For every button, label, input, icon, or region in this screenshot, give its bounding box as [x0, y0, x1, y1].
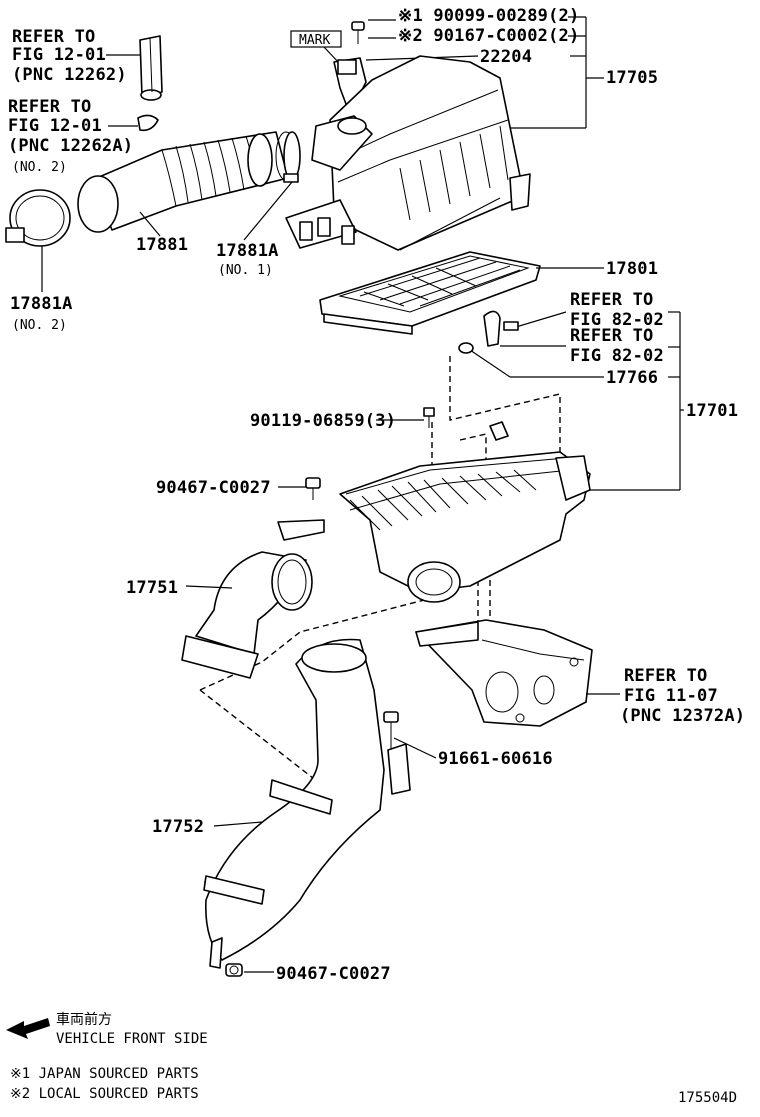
ref-line: (NO. 2) — [12, 160, 67, 175]
air-filter-element — [319, 251, 541, 335]
ref-fig-82-02-b: REFER TO FIG 82-02 — [570, 326, 664, 366]
part-number-17881: 17881 — [136, 235, 188, 255]
ref-fig-11-07: REFER TO FIG 11-07 (PNC 12372A) — [586, 666, 745, 726]
part-number-90119-06859: 90119-06859(3) — [250, 411, 396, 431]
ref-line: FIG 12-01 — [8, 116, 102, 136]
ref-line: REFER TO — [12, 27, 95, 47]
ref-fig-12-01-b: REFER TO FIG 12-01 (PNC 12262A) (NO. 2) — [8, 97, 138, 175]
figure-id: 175504D — [678, 1090, 737, 1106]
arrow-left-icon — [6, 1018, 50, 1039]
bracket-82-02 — [458, 310, 519, 354]
part-number-17705: 17705 — [606, 68, 658, 88]
intake-duct-17751 — [181, 519, 325, 679]
part-number-91661-60616: 91661-60616 — [438, 749, 553, 769]
part-number-17881a-no1: 17881A — [216, 241, 279, 261]
small-clip — [137, 114, 159, 132]
clip-90467-lower — [225, 963, 243, 977]
note-local-sourced: ※2 LOCAL SOURCED PARTS — [10, 1086, 199, 1102]
part-number-17701: 17701 — [686, 401, 738, 421]
part-number-17752: 17752 — [152, 817, 204, 837]
note-japan-sourced: ※1 JAPAN SOURCED PARTS — [10, 1066, 199, 1082]
part-number-17751: 17751 — [126, 578, 178, 598]
bolt-91661 — [383, 711, 411, 795]
air-cleaner-case — [339, 407, 591, 603]
screw-icon — [351, 21, 365, 44]
svg-text:FIG 82-02: FIG 82-02 — [570, 346, 664, 366]
part-note-no1: (NO. 1) — [218, 263, 273, 278]
direction-en-label: VEHICLE FRONT SIDE — [56, 1031, 208, 1047]
svg-text:FIG 11-07: FIG 11-07 — [624, 686, 718, 706]
ref-fig-12-01-a: REFER TO FIG 12-01 (PNC 12262) — [12, 27, 140, 85]
ref-line: (PNC 12262A) — [8, 136, 133, 156]
hose-clamp-no2 — [5, 189, 71, 247]
ref-fig-82-02-a: REFER TO FIG 82-02 — [570, 290, 664, 330]
part-number-22204: 22204 — [480, 47, 532, 67]
direction-jp-label: 車両前方 — [56, 1011, 112, 1028]
ref-line: FIG 12-01 — [12, 45, 106, 65]
leader-17701 — [469, 311, 684, 491]
part-number-90467-c0027-lower: 90467-C0027 — [276, 964, 391, 984]
engine-mount-bracket — [415, 619, 593, 727]
part-number-17881a-no2: 17881A — [10, 294, 73, 314]
svg-text:REFER TO: REFER TO — [570, 326, 653, 346]
hose-clamp-no1 — [283, 131, 301, 183]
svg-text:(PNC 12372A): (PNC 12372A) — [620, 706, 745, 726]
part-number-17801: 17801 — [606, 259, 658, 279]
mark-label: MARK — [290, 30, 342, 65]
svg-text:MARK: MARK — [299, 33, 330, 48]
ref-line: REFER TO — [8, 97, 91, 117]
svg-text:FIG 82-02: FIG 82-02 — [570, 310, 664, 330]
intake-duct-17752 — [203, 638, 385, 969]
part-note-no2: (NO. 2) — [12, 318, 67, 333]
intake-snorkel-pipe — [139, 35, 163, 101]
svg-text:REFER TO: REFER TO — [624, 666, 707, 686]
part-number-17766: 17766 — [606, 368, 658, 388]
clip-90467-upper — [305, 477, 321, 500]
air-cleaner-cap — [285, 55, 531, 251]
part-number-90167-c0002: ※2 90167-C0002(2) — [398, 26, 579, 46]
vehicle-front-legend: 車両前方 VEHICLE FRONT SIDE — [6, 1011, 208, 1047]
part-number-90467-c0027-upper: 90467-C0027 — [156, 478, 271, 498]
ref-line: (PNC 12262) — [12, 65, 127, 85]
part-number-90099-00289: ※1 90099-00289(2) — [398, 6, 579, 26]
svg-text:REFER TO: REFER TO — [570, 290, 653, 310]
